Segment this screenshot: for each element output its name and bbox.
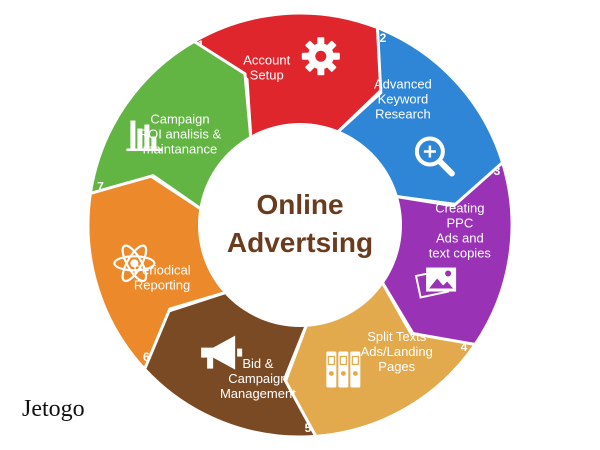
segment-1-label-line: Account — [243, 52, 290, 67]
magnifier-icon — [414, 136, 455, 177]
segment-3-label-line: text copies — [429, 246, 492, 261]
segment-4-number: 4 — [461, 340, 468, 354]
segment-6-label-line: Periodical — [134, 263, 191, 278]
segment-5-label-line: Bid & — [242, 356, 273, 371]
segment-4-label-line: Pages — [378, 359, 415, 374]
bar-chart-icon — [126, 120, 163, 152]
ring-segments: 1AccountSetup2AdvancedKeywordResearch3Cr… — [86, 11, 514, 439]
segment-2-label-line: Research — [375, 106, 431, 121]
gear-icon — [301, 37, 340, 76]
image-icon — [414, 267, 457, 299]
center-circle — [198, 123, 402, 327]
segment-2-label-line: Keyword — [378, 91, 429, 106]
segment-4-label-line: Ads/Landing — [361, 344, 433, 359]
binders-icon — [326, 351, 361, 388]
atom-icon — [113, 244, 156, 283]
segment-6-label-line: Reporting — [134, 278, 190, 293]
segment-5-label-line: Management — [220, 386, 296, 401]
segment-6-number: 6 — [143, 350, 150, 364]
segment-3-label-line: PPC — [446, 216, 473, 231]
megaphone-icon — [201, 335, 243, 370]
segment-7-number: 7 — [97, 180, 104, 194]
center-title-line1: Online — [256, 189, 343, 220]
segment-3-label-line: Ads and — [436, 231, 484, 246]
segment-5-label-line: Campaign — [228, 371, 287, 386]
segment-4-label-line: Split Texts — [367, 329, 427, 344]
segment-3-label-line: Creating — [435, 201, 484, 216]
segment-2-number: 2 — [380, 31, 387, 45]
center-title-line2: Advertsing — [227, 227, 373, 258]
segment-7-label-line: maintanance — [143, 141, 217, 156]
segment-5-number: 5 — [305, 421, 312, 435]
segment-7-label-line: ROI analisis & — [139, 126, 222, 141]
brand-name: Jetogo — [22, 396, 85, 422]
segment-3-number: 3 — [494, 164, 501, 178]
segment-2-label-line: Advanced — [374, 76, 432, 91]
segment-7-label-line: Campaign — [150, 111, 209, 126]
segment-1-label-line: Setup — [250, 67, 284, 82]
